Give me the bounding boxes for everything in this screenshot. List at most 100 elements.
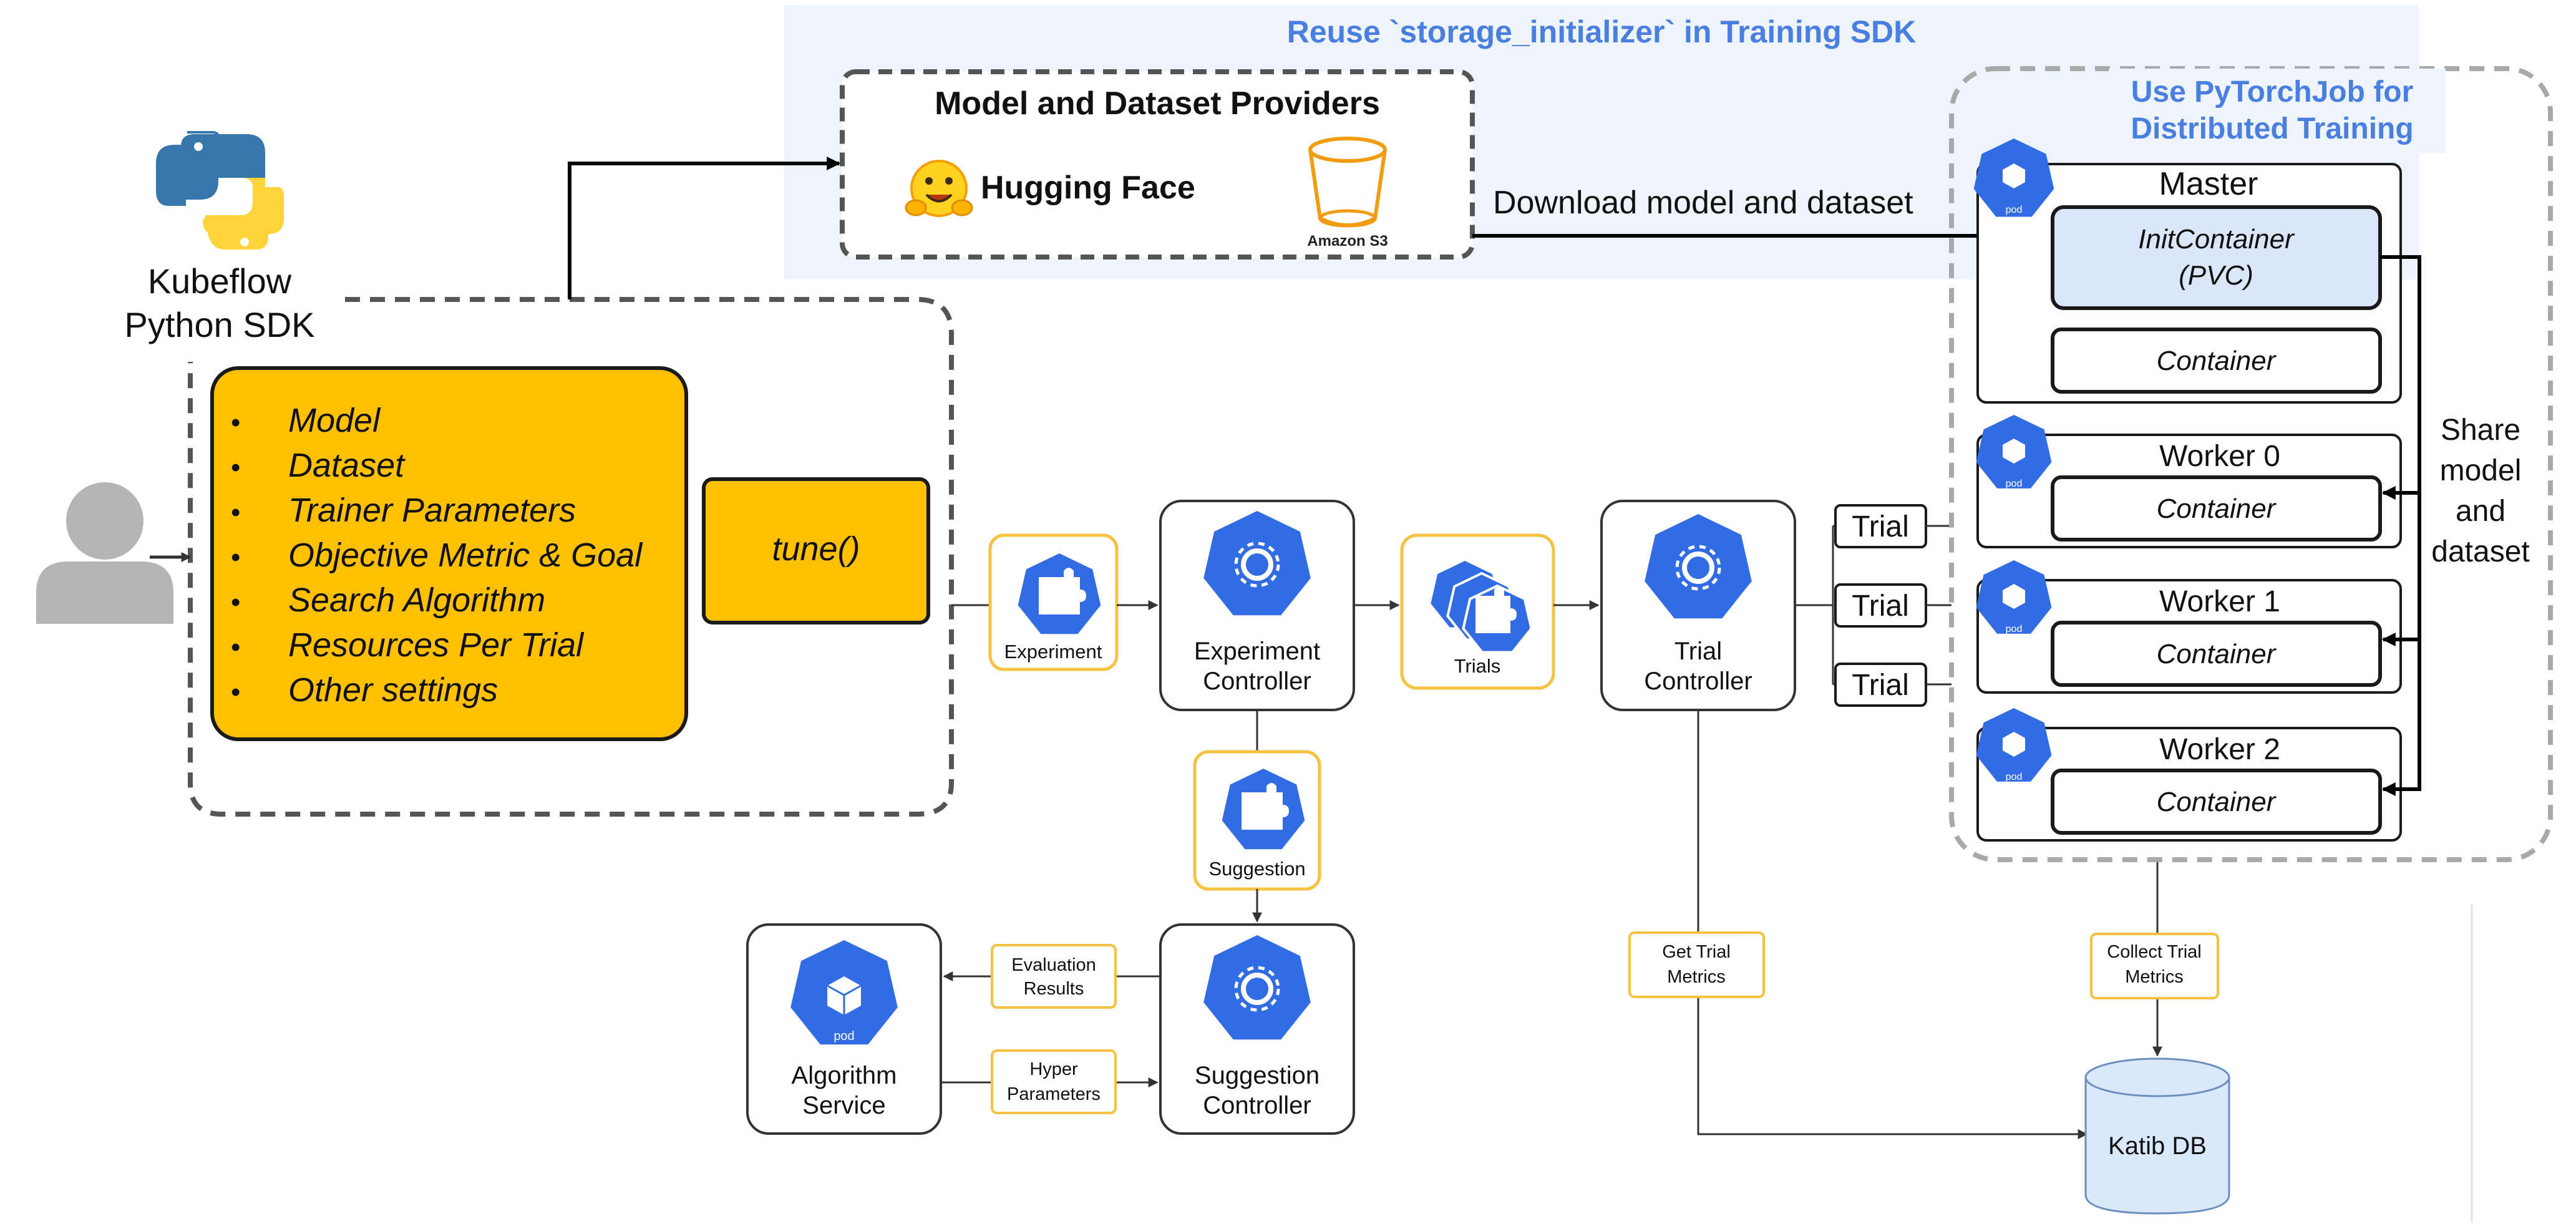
sdk-label-line2: Python SDK (124, 305, 314, 344)
amazon-s3-label: Amazon S3 (1307, 233, 1388, 250)
trial-controller-icon (1645, 514, 1752, 619)
algorithm-pod-label: pod (834, 1029, 854, 1043)
suggestion-controller-icon (1203, 935, 1311, 1040)
master-container-label: Container (2157, 346, 2277, 376)
trial-controller-label-1: Trial (1674, 638, 1722, 665)
python-logo-icon (156, 131, 284, 250)
hugging-face-label: Hugging Face (981, 170, 1195, 206)
hyper-parameters-label-2: Parameters (1007, 1084, 1101, 1104)
worker-0-label: Worker 0 (2159, 440, 2280, 473)
param-item: Resources Per Trial (288, 626, 585, 664)
katib-db-label: Katib DB (2108, 1132, 2207, 1160)
share-arrow-main (2380, 255, 2421, 796)
param-bullet: • (231, 452, 240, 483)
worker-2-container (2051, 769, 2382, 835)
banner-title: Reuse `storage_initializer` in Training … (1287, 14, 1917, 49)
hugging-face-icon (905, 160, 973, 217)
suggestion-controller-label-1: Suggestion (1195, 1062, 1320, 1089)
worker-1-container-label: Container (2157, 639, 2277, 669)
suggestion-label: Suggestion (1208, 858, 1305, 880)
download-label: Download model and dataset (1493, 185, 1913, 221)
get-metrics-arrow (1697, 710, 2088, 1139)
share-label-bg (2424, 406, 2537, 574)
pytorch-title-bg (2109, 69, 2446, 153)
worker-2-container-label: Container (2157, 787, 2277, 817)
param-bullet: • (231, 587, 240, 618)
experiment-controller-label-1: Experiment (1194, 638, 1320, 665)
param-bullet: • (231, 677, 240, 707)
pytorch-title-2: Distributed Training (2131, 112, 2413, 145)
algorithm-service-label-2: Service (802, 1092, 885, 1119)
share-label-1: Share (2441, 414, 2520, 447)
trial-label-0: Trial (1852, 510, 1909, 543)
worker-0-container-label: Container (2157, 493, 2277, 524)
tune-label: tune() (772, 530, 860, 568)
get-trial-metrics-label-2: Metrics (1667, 967, 1725, 987)
init-container-label-1: InitContainer (2138, 224, 2295, 255)
evaluation-results-tag (991, 944, 1117, 1009)
master-pod-label: pod (2006, 205, 2023, 215)
pytorch-title-1: Use PyTorchJob for (2131, 75, 2414, 109)
init-container-label-2: (PVC) (2179, 260, 2253, 291)
param-item: Objective Metric & Goal (288, 537, 643, 574)
worker-0-container (2051, 475, 2382, 542)
param-item: Search Algorithm (288, 581, 545, 619)
providers-title: Model and Dataset Providers (935, 85, 1380, 122)
share-label-3: and (2456, 495, 2506, 528)
evaluation-results-label-2: Results (1024, 979, 1084, 999)
worker-0-pod-label: pod (2006, 478, 2023, 489)
sdk-label-line1: Kubeflow (148, 261, 292, 301)
master-pod-icon: pod (1973, 138, 2054, 217)
hyper-parameters-label-1: Hyper (1029, 1059, 1078, 1079)
param-item: Trainer Parameters (288, 492, 576, 529)
worker-1-pod-label: pod (2006, 624, 2023, 634)
experiment-label: Experiment (1004, 641, 1102, 663)
trial-controller-label-2: Controller (1644, 668, 1752, 695)
param-bullet: • (231, 497, 240, 528)
database-icon (2084, 1057, 2230, 1215)
trials-icon (1431, 561, 1533, 654)
param-bullet: • (231, 407, 240, 438)
param-item: Other settings (288, 671, 498, 709)
init-container (2051, 205, 2382, 310)
worker-2-pod-label: pod (2006, 772, 2023, 782)
worker-2-pod-icon: pod (1976, 708, 2052, 782)
get-trial-metrics-tag (1628, 931, 1765, 998)
param-bullet: • (231, 632, 240, 663)
suggestion-controller-label-2: Controller (1203, 1092, 1311, 1119)
params-list: • Model • Dataset • Trainer Parameters • Object… (231, 402, 643, 709)
trial-label-1: Trial (1852, 590, 1909, 623)
master-container (2051, 328, 2382, 394)
params-box (210, 366, 688, 741)
sdk-to-providers-arrow (568, 157, 841, 299)
tune-button[interactable] (702, 477, 930, 624)
trials-label: Trials (1454, 655, 1501, 677)
experiment-controller-icon (1203, 511, 1311, 616)
worker-0-pod-icon: pod (1976, 415, 2052, 489)
hyper-parameters-tag (991, 1049, 1117, 1114)
sdk-dashed-container (188, 297, 954, 817)
param-item: Dataset (288, 447, 406, 484)
worker-1-container (2051, 621, 2382, 687)
evaluation-results-label-1: Evaluation (1011, 955, 1096, 975)
param-bullet: • (231, 542, 240, 573)
worker-1-label: Worker 1 (2159, 585, 2280, 618)
worker-2-label: Worker 2 (2159, 733, 2280, 766)
experiment-controller-label-2: Controller (1203, 668, 1311, 695)
algorithm-service-pod-icon: pod (790, 940, 898, 1045)
collect-trial-metrics-tag (2090, 933, 2219, 999)
collect-trial-metrics-label-1: Collect Trial (2107, 942, 2202, 962)
param-item: Model (288, 402, 381, 439)
get-trial-metrics-label-1: Get Trial (1662, 942, 1731, 962)
share-label-2: model (2440, 454, 2522, 487)
algorithm-service-label-1: Algorithm (792, 1062, 897, 1089)
experiment-icon (1018, 553, 1101, 634)
user-icon (36, 482, 173, 624)
master-label: Master (2159, 166, 2258, 202)
trial-label-2: Trial (1852, 669, 1909, 702)
collect-trial-metrics-label-2: Metrics (2125, 967, 2183, 987)
suggestion-icon (1222, 769, 1305, 850)
worker-1-pod-icon: pod (1976, 560, 2052, 634)
